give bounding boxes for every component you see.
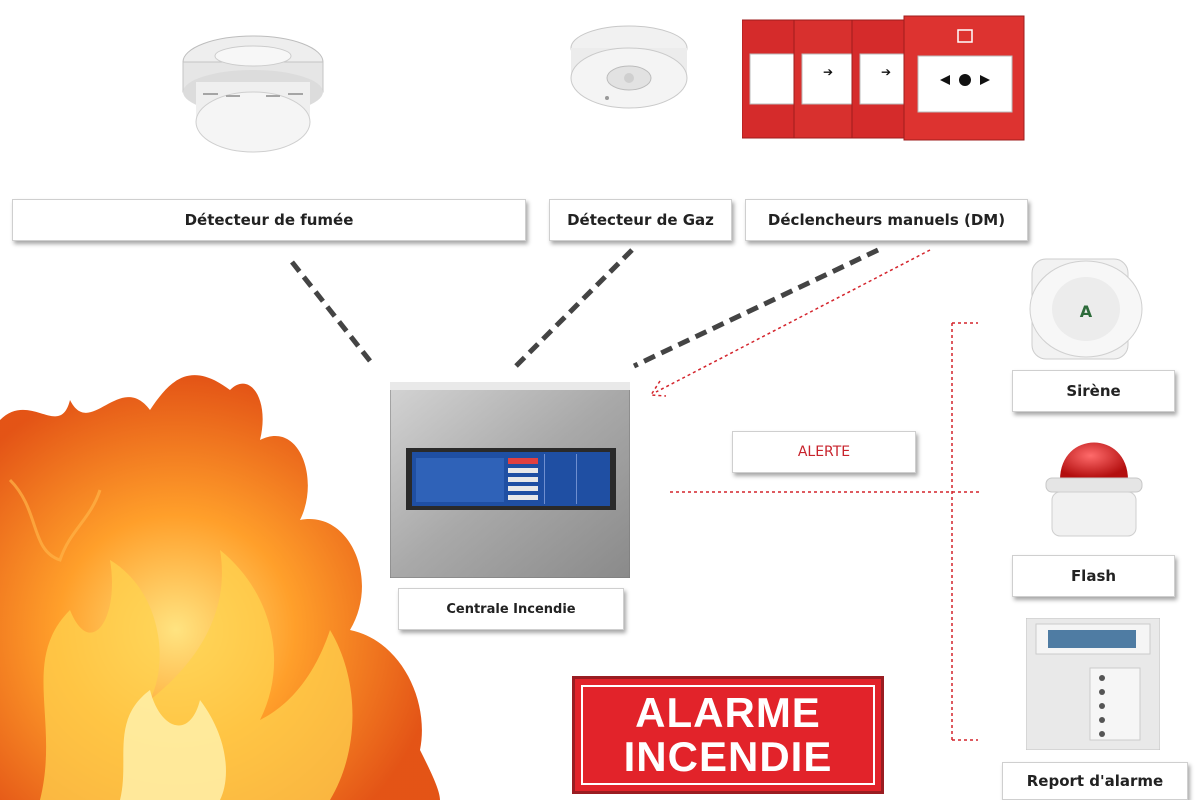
wire-gas-to-panel [514, 248, 634, 368]
alarme-incendie-sign: ALARME INCENDIE [572, 676, 884, 794]
gas-detector-label: Détecteur de Gaz [549, 199, 732, 241]
report-label: Report d'alarme [1002, 762, 1188, 800]
centrale-label: Centrale Incendie [398, 588, 624, 630]
alarme-sign-border: ALARME INCENDIE [581, 685, 875, 785]
smoke-detector-label: Détecteur de fumée [12, 199, 526, 241]
fire-control-panel-icon [390, 382, 630, 578]
manual-call-point-icon: ➔ ➔ [742, 15, 1025, 141]
alerte-label: ALERTE [732, 431, 916, 473]
wire-dm-alert [655, 249, 931, 393]
flash-label: Flash [1012, 555, 1175, 597]
wire-smoke-to-panel [290, 260, 376, 368]
smoke-detector-icon [182, 35, 324, 153]
alarm-repeater-icon [1026, 618, 1160, 750]
svg-text:➔: ➔ [823, 65, 833, 79]
gas-detector-icon [570, 25, 688, 109]
svg-text:A: A [1080, 302, 1093, 321]
svg-text:➔: ➔ [881, 65, 891, 79]
siren-icon: A [1029, 258, 1143, 360]
alarme-sign-line2: INCENDIE [623, 733, 833, 780]
flash-beacon-icon [1045, 442, 1143, 537]
fire-flames-icon [0, 375, 440, 800]
manual-call-points-label: Déclencheurs manuels (DM) [745, 199, 1028, 241]
sirene-label: Sirène [1012, 370, 1175, 412]
alert-arrowhead [649, 380, 667, 397]
wire-dm-to-panel [632, 247, 880, 369]
alarme-sign-line1: ALARME [635, 689, 821, 736]
